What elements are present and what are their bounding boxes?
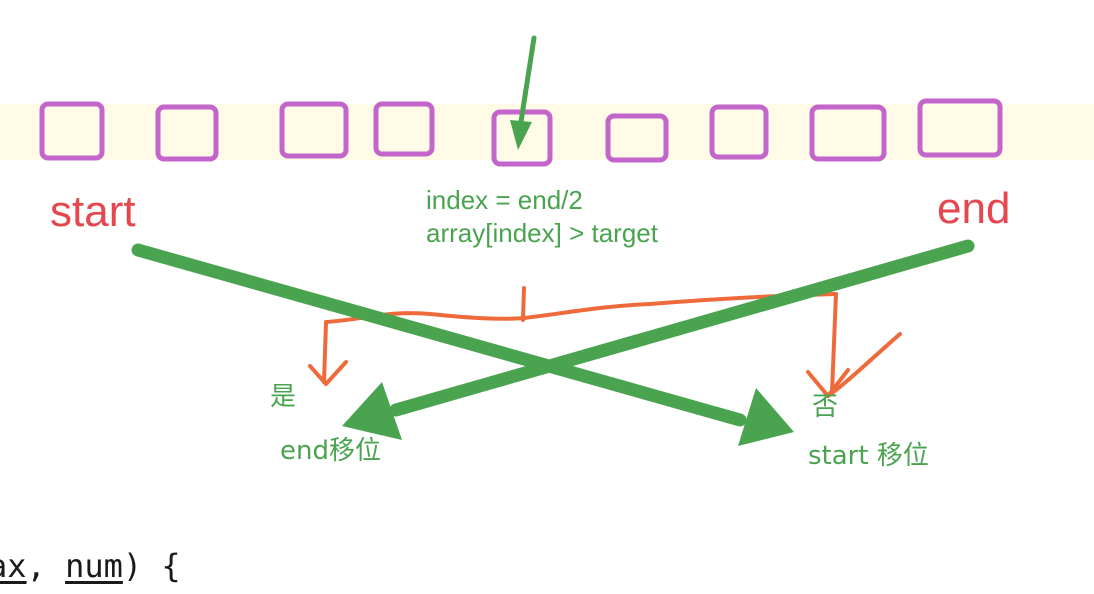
pointer-move-arrows [131, 239, 975, 446]
index-formula: index = end/2 [426, 185, 583, 215]
condition-text: array[index] > target [426, 218, 658, 248]
array-cell [605, 113, 669, 163]
code-separator: , [26, 547, 66, 585]
code-prefix: ax [0, 547, 27, 585]
end-move-label: end移位 [280, 436, 381, 466]
end-move-arrowhead [342, 382, 402, 440]
start-move-arrowhead [738, 388, 794, 446]
code-snippet: ax, num) { [0, 550, 181, 582]
array-cell [917, 98, 1003, 158]
start-move-arrow [131, 243, 747, 427]
array-cell [709, 104, 769, 160]
array-cell [279, 101, 349, 159]
array-cell [155, 104, 219, 162]
array-cell [373, 101, 435, 157]
start-label: start [50, 187, 136, 236]
end-label: end [937, 184, 1011, 233]
end-move-arrow [389, 239, 975, 417]
no-label: 否 [812, 392, 839, 422]
code-suffix: ) { [122, 547, 181, 585]
array-cells [39, 98, 1003, 167]
array-cell [39, 101, 105, 161]
code-param: num [65, 547, 123, 585]
decision-branches [308, 286, 902, 398]
array-cell [809, 104, 887, 162]
start-move-label: start 移位 [808, 441, 929, 471]
yes-label: 是 [270, 382, 297, 412]
middle-pointer-arrow [510, 35, 537, 150]
